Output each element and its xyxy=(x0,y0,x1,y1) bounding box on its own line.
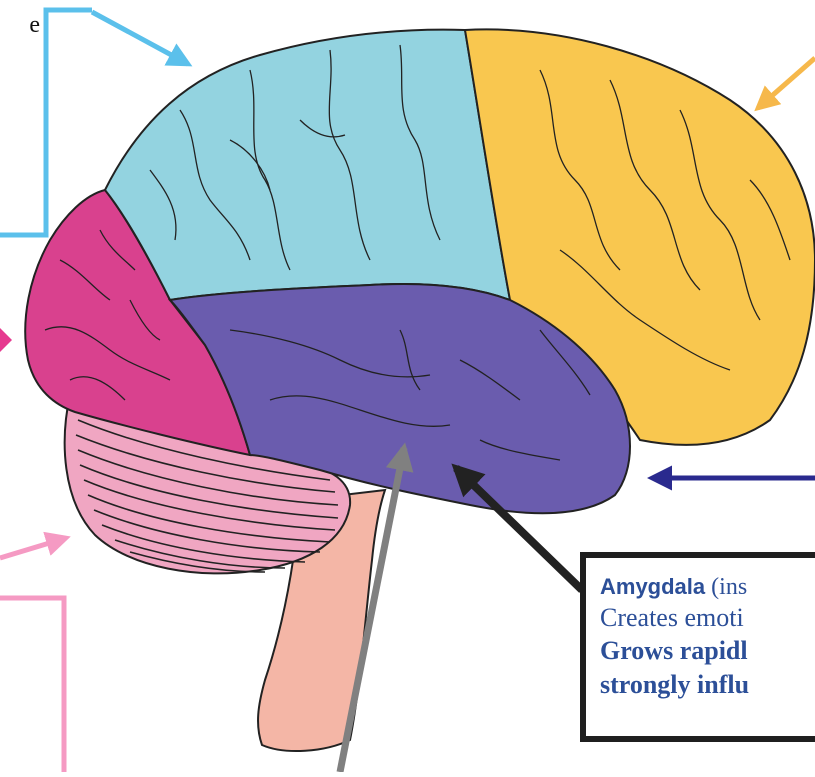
amygdala-line-4: strongly influ xyxy=(600,668,815,702)
magenta-arrow-tip xyxy=(0,328,12,352)
amygdala-heading: Amygdala (ins xyxy=(600,572,815,602)
blue-arrow xyxy=(92,12,188,64)
amygdala-title: Amygdala xyxy=(600,574,705,599)
amygdala-line-2: Creates emoti xyxy=(600,602,815,634)
amygdala-callout-box: Amygdala (ins Creates emoti Grows rapidl… xyxy=(580,552,815,742)
orange-arrow xyxy=(758,58,815,108)
amygdala-line-3: Grows rapidl xyxy=(600,634,815,668)
blue-bracket xyxy=(0,10,92,235)
amygdala-title-suffix: (ins xyxy=(705,574,747,600)
frontal-lobe xyxy=(105,30,510,300)
pink-bracket xyxy=(0,598,64,772)
pink-arrow xyxy=(0,538,66,558)
top-left-text-fragment: e xyxy=(0,12,40,39)
